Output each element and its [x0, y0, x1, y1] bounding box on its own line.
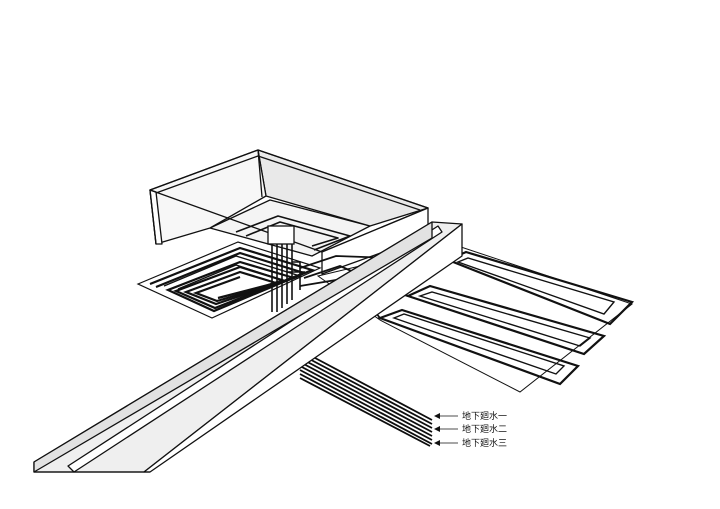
label-pipe-2-text: 地下廻水二 [462, 423, 507, 435]
tank-floor-coil-2 [245, 221, 339, 247]
right-loop-2-inner [417, 291, 592, 347]
underground-pipe-bundle [299, 349, 433, 447]
tank-wall-edge-2 [257, 149, 263, 198]
left-coil-loop-4 [177, 264, 285, 301]
label-pipe-3-text: 地下廻水三 [462, 437, 507, 449]
tank-floor-coil [235, 215, 351, 251]
label-pipe-1-text: 地下廻水一 [462, 410, 507, 422]
right-loop-3-inner [391, 313, 566, 375]
tank-wall-edge [149, 189, 157, 245]
pipe-labels: 地下廻水一 地下廻水二 地下廻水三 [434, 410, 507, 449]
right-loop-1-inner [456, 257, 616, 315]
riser-head [267, 225, 295, 245]
label-pipe-2: 地下廻水二 [434, 423, 507, 435]
right-loop-3-outer [376, 308, 581, 386]
label-pipe-3: 地下廻水三 [434, 437, 507, 449]
left-coil-loop-3 [163, 255, 303, 307]
label-pipe-1: 地下廻水一 [434, 410, 507, 422]
right-loop-2-outer [404, 284, 607, 356]
long-ramp [33, 221, 463, 473]
ramp-side-face [33, 221, 433, 473]
riser-bundle [267, 225, 305, 312]
